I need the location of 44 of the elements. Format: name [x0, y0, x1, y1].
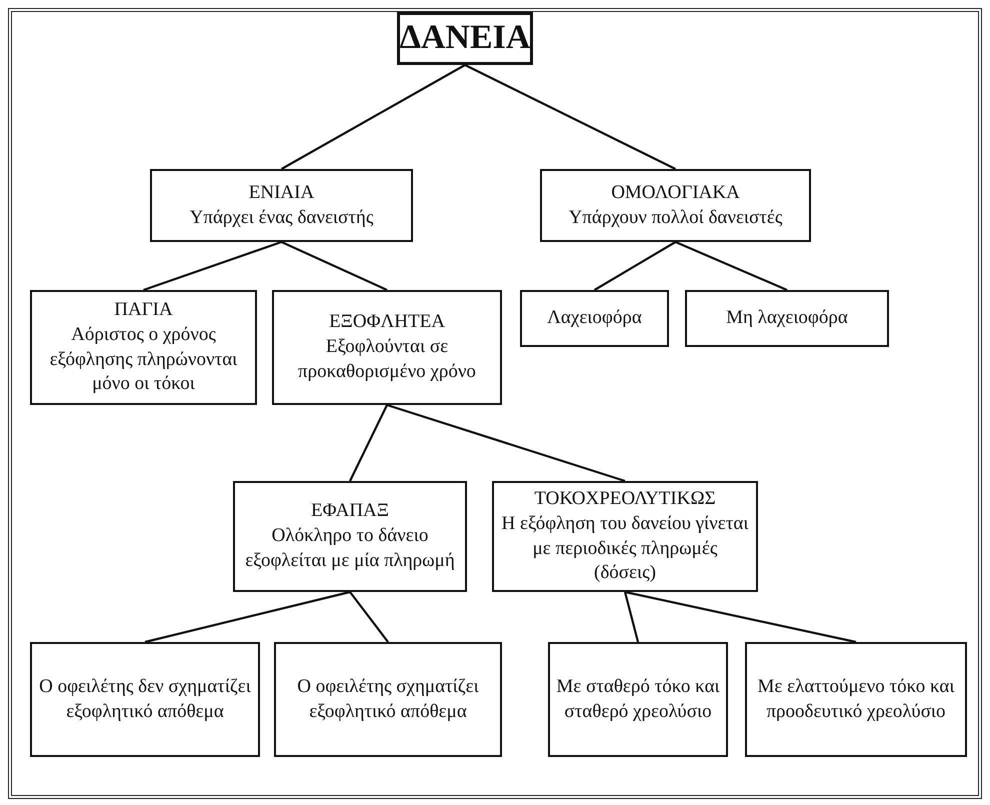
category-box [492, 481, 758, 592]
box-text: Η εξόφληση του δανείου γίνεται με περιοδικές πληρωμές (δόσεις) [500, 512, 750, 586]
box-text: Ο οφειλέτης σχηματίζει εξοφλητικό απόθεμα [296, 674, 480, 724]
category-box [30, 290, 257, 405]
category-box [745, 642, 967, 757]
box-text: Με σταθερό τόκο και σταθερό χρεολύσιο [556, 674, 720, 724]
connector-line [349, 591, 389, 643]
category-box [233, 481, 467, 592]
connector-line [594, 241, 676, 291]
category-box [272, 290, 502, 405]
connector-line [675, 241, 788, 291]
connector-line [349, 404, 388, 482]
connector-line [624, 592, 640, 642]
connector-line [281, 241, 388, 291]
box-heading: ΟΜΟΛΟΓΙΑΚΑ [611, 180, 740, 205]
category-box [520, 290, 669, 347]
box-heading: ΕΦΑΠΑΞ [311, 499, 389, 524]
box-text: Μη λαχειοφόρα [726, 306, 848, 330]
box-text: Υπάρχει ένας δανειστής [190, 206, 374, 230]
box-heading: ΠΑΓΙΑ [114, 298, 173, 322]
title-box [397, 12, 533, 65]
connector-line [386, 404, 626, 482]
category-box [548, 642, 728, 757]
connector-line [280, 64, 466, 170]
box-heading: ΕΝΙΑΙΑ [248, 180, 314, 205]
box-text: Εξοφλούνται σε προκαθορισμένο χρόνο [297, 335, 477, 384]
box-text: Λαχειοφόρα [547, 306, 642, 330]
box-text: Υπάρχουν πολλοί δανειστές [568, 206, 782, 230]
category-box [30, 642, 260, 757]
box-heading: ΤΟΚΟΧΡΕΟΛΥΤΙΚΩΣ [534, 487, 716, 512]
connector-line [624, 590, 856, 644]
category-box [685, 290, 889, 347]
box-text: Ολόκληρο το δάνειο εξοφλείται με μία πληρωμή [244, 524, 456, 573]
box-text: Αόριστος ο χρόνος εξόφλησης πληρώνονται μόνο οι τόκοι [48, 322, 238, 396]
box-text: ΔΑΝΕΙΑ [400, 18, 530, 58]
connector-line [143, 240, 282, 292]
category-box [540, 169, 811, 242]
connector-line [464, 64, 676, 170]
category-box [274, 642, 502, 757]
category-box [150, 169, 413, 242]
box-text: Ο οφειλέτης δεν σχηματίζει εξοφλητικό απόθεμα [38, 674, 252, 724]
connector-line [144, 590, 350, 644]
box-text: Με ελαττούμενο τόκο και προοδευτικό χρεολύσιο [756, 674, 956, 724]
box-heading: ΕΞΟΦΛΗΤΕΑ [329, 310, 445, 334]
